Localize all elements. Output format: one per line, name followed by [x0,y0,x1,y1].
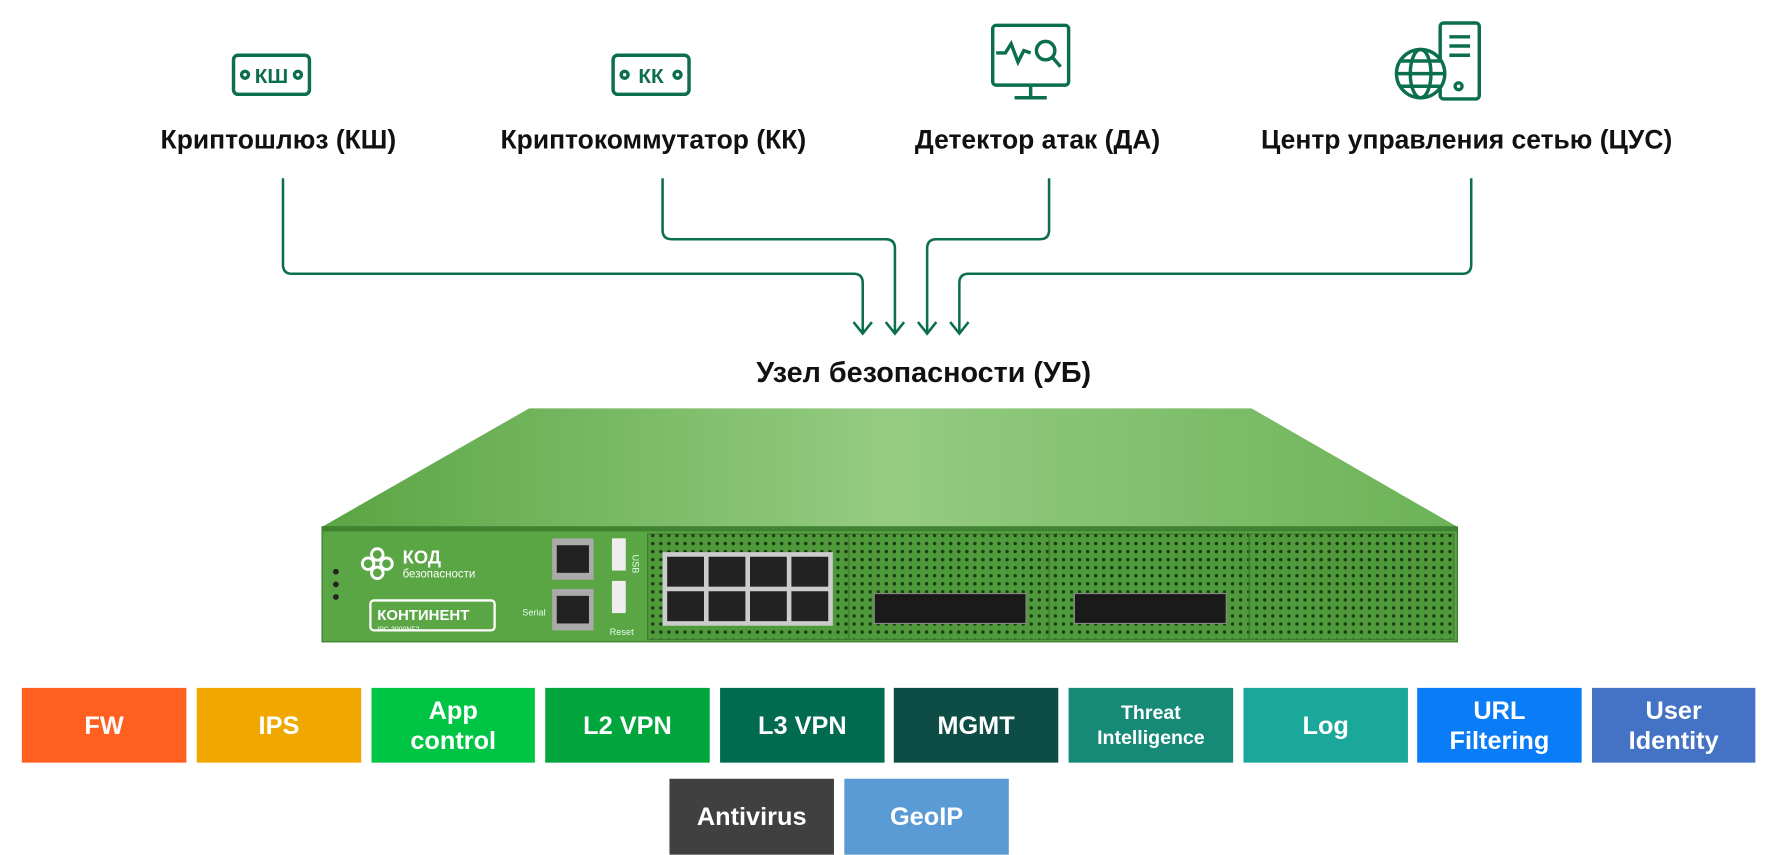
brand-sub: безопасности [403,568,476,580]
module-url-filtering: URL Filtering [1417,687,1582,763]
module-url-filtering-label: URL Filtering [1449,695,1550,755]
status-leds [333,568,339,600]
arrow-icon [884,321,906,336]
module-ips: IPS [196,687,362,763]
monitor-search-icon [990,23,1071,100]
connector-kk [661,178,897,334]
module-log: Log [1243,687,1408,763]
connector-da [925,178,1051,334]
connector-cus [958,178,1473,334]
serial-label: Serial [522,607,546,617]
module-user-identity-label: User Identity [1628,695,1719,755]
module-antivirus: Antivirus [669,778,834,855]
crypto-switch-icon [611,53,691,97]
connector-lines [281,178,1473,336]
brand-name: КОД [403,547,441,568]
arrow-icon [916,321,938,336]
brand-logo [360,547,394,581]
module-mgmt: MGMT [893,687,1059,763]
module-threat-intelligence-label: Threat Intelligence [1097,701,1205,749]
crypto-gateway-icon [231,53,312,97]
arrow-icon [852,321,873,336]
label-crypto-switch: Криптокоммутатор (КК) [500,124,807,155]
product-name: КОНТИНЕНТ [377,607,469,624]
crypto-switch-icon-text: КК [638,65,664,88]
module-app-control: App control [371,687,535,763]
label-attack-detector: Детектор атак (ДА) [914,124,1161,155]
rj45-ports [662,552,833,626]
connector-ksh [281,178,864,334]
crypto-gateway-icon-text: КШ [255,65,288,88]
module-app-control-label: App control [410,695,497,755]
module-l2vpn: L2 VPN [545,687,710,763]
globe-server-icon [1394,21,1482,101]
node-title: Узел безопасности (УБ) [756,356,1092,389]
usb-label: USB [631,554,641,573]
label-network-control-center: Центр управления сетью (ЦУС) [1260,124,1673,155]
module-fw: FW [21,687,187,763]
reset-label: Reset [610,627,634,637]
label-crypto-gateway: Криптошлюз (КШ) [160,124,397,155]
arrow-icon [949,321,970,336]
module-l3vpn: L3 VPN [720,687,885,763]
module-threat-intelligence: Threat Intelligence [1068,687,1234,763]
product-model: IPC-3000NF2 [377,627,419,634]
sfp-ports [873,592,1227,625]
module-geoip: GeoIP [844,778,1009,855]
module-user-identity: User Identity [1592,687,1756,763]
security-node-device: КОД безопасности КОНТИНЕНТ IPC-3000NF2 S… [321,408,1459,643]
connectors: КШ КК [231,21,1482,336]
